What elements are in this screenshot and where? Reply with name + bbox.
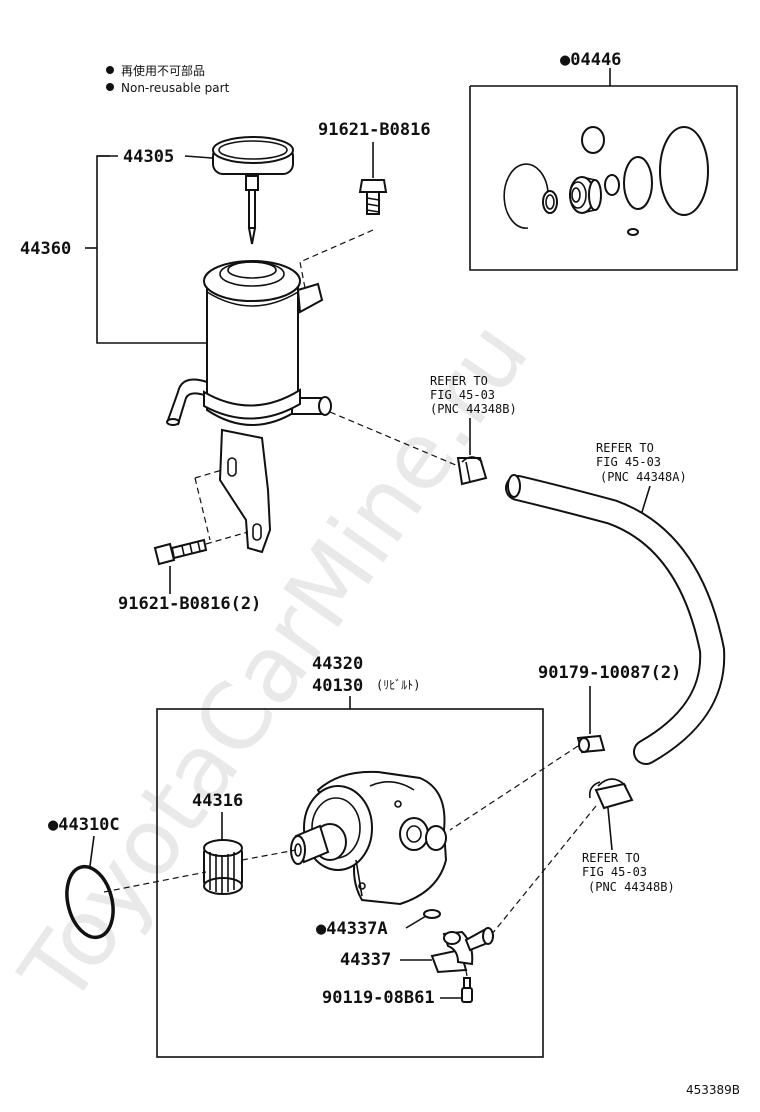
label-44316: 44316 — [192, 791, 243, 811]
hose-group: REFER TO FIG 45-03 (PNC 44348A) — [505, 441, 726, 765]
refer-b-callout: REFER TO FIG 45-03 (PNC 44348B) — [329, 374, 517, 486]
pump-box — [156, 708, 544, 1058]
label-90179-10087: 90179-10087(2) — [538, 663, 681, 683]
refer-b-line2: FIG 45-03 — [430, 388, 495, 402]
gasket-part — [423, 909, 441, 919]
ring-part — [542, 190, 558, 214]
legend-line-en: Non-reusable part — [121, 81, 230, 95]
refer-b-line1: REFER TO — [430, 374, 488, 388]
label-44360: 44360 — [20, 239, 71, 259]
label-91621-b0816-bottom: 91621-B0816(2) — [118, 594, 261, 614]
legend: 再使用不可部品 Non-reusable part — [106, 63, 230, 95]
label-44337: 44337 — [340, 950, 391, 970]
reservoir-cap-part — [212, 136, 294, 245]
refer-c-line1: REFER TO — [582, 851, 640, 865]
o-ring-44310c-part — [65, 864, 115, 940]
refer-c-line2: FIG 45-03 — [582, 865, 647, 879]
label-91621-b0816-top: 91621-B0816 — [318, 120, 431, 140]
label-44305: 44305 — [123, 147, 174, 167]
refer-a-line1: REFER TO — [596, 441, 654, 455]
oil-seal-part — [569, 176, 602, 214]
label-44310c: ●44310C — [48, 815, 120, 835]
refer-c-callout: REFER TO FIG 45-03 (PNC 44348B) — [491, 778, 675, 935]
hose-clamp-lower-part — [588, 778, 634, 810]
reservoir-group: 44360 44305 — [20, 120, 431, 614]
refer-b-line3: (PNC 44348B) — [430, 402, 517, 416]
refer-a-line3: (PNC 44348A) — [600, 470, 687, 484]
label-40130: 40130 — [312, 676, 363, 696]
o-ring-mid-part — [623, 156, 653, 210]
reservoir-tank-part — [166, 260, 332, 554]
union-pipe-part — [430, 927, 494, 974]
o-ring-top-part — [581, 126, 605, 154]
o-ring-44310c-group: ●44310C — [48, 815, 120, 940]
label-90119-08b61: 90119-08B61 — [322, 988, 435, 1008]
pump-assembly-group: 44320 40130 (ﾘﾋﾞﾙﾄ) 44316 — [103, 654, 544, 1058]
label-44320: 44320 — [312, 654, 363, 674]
nut-part — [576, 734, 606, 754]
label-40130-note: (ﾘﾋﾞﾙﾄ) — [376, 678, 420, 692]
figure-id: 453389B — [686, 1083, 740, 1097]
hose-clamp-upper-part — [456, 456, 488, 486]
label-04446: ●04446 — [560, 50, 621, 70]
o-ring-tiny-part — [627, 228, 639, 236]
o-ring-small-part — [604, 174, 620, 196]
o-ring-large-part — [659, 126, 709, 216]
refer-a-line2: FIG 45-03 — [596, 455, 661, 469]
legend-line-jp: 再使用不可部品 — [121, 63, 205, 78]
nut-90179-group: 90179-10087(2) — [449, 663, 681, 831]
drive-gear-part — [203, 839, 243, 895]
seal-kit-group: ●04446 — [469, 50, 738, 271]
bolt-top-part — [358, 179, 388, 215]
power-steering-pump-part — [290, 770, 448, 906]
snap-ring-part — [503, 163, 549, 229]
small-bolt-part — [461, 977, 473, 1003]
refer-c-line3: (PNC 44348B) — [588, 880, 675, 894]
bolt-bottom-part — [153, 538, 208, 566]
label-44337a: ●44337A — [316, 919, 388, 939]
